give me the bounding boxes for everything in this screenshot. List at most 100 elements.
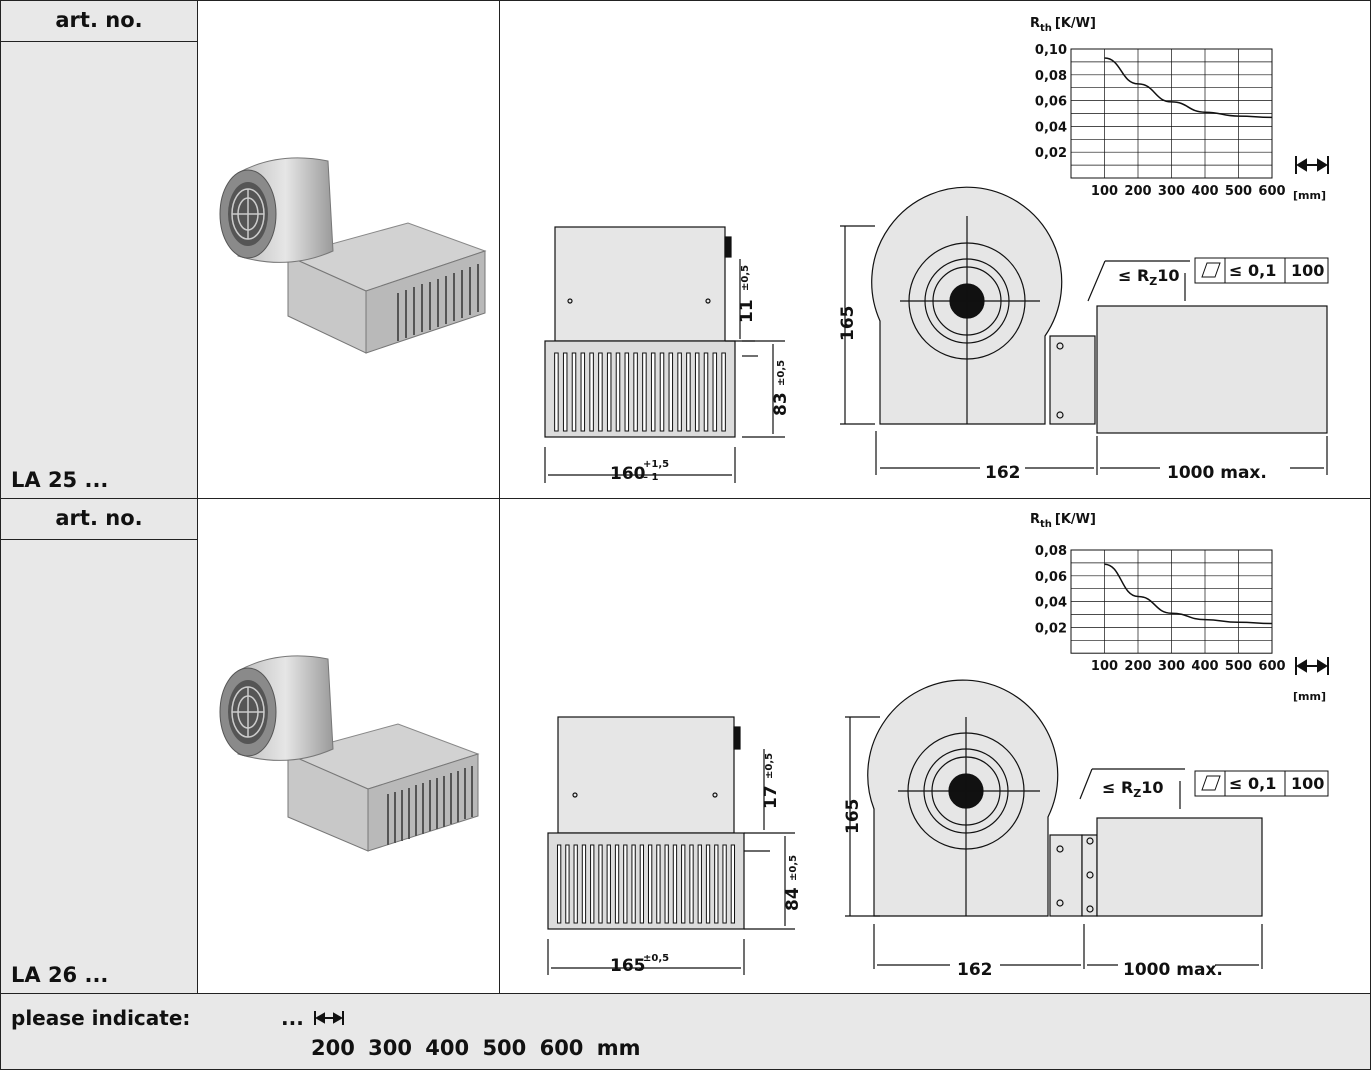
order-footer: please indicate: ... 200 300 400 500 600… bbox=[1, 994, 1370, 1069]
please-indicate-label: please indicate: bbox=[11, 1006, 191, 1030]
chart-ylabel: Rth[K/W] bbox=[1030, 512, 1096, 530]
chart-x-tick-label: 200 bbox=[1124, 659, 1151, 674]
side-view bbox=[840, 186, 1328, 475]
flatness-frame bbox=[1194, 257, 1329, 284]
product-photo-cell bbox=[198, 1, 500, 498]
flatness-tol: ≤ 0,1 bbox=[1229, 774, 1276, 793]
chart-y-ticks: 0,100,080,060,040,02 bbox=[1035, 43, 1067, 161]
heatsink-fin bbox=[656, 844, 661, 924]
dim-gap: 17 bbox=[761, 785, 781, 809]
chart-x-unit: [mm] bbox=[1293, 189, 1326, 202]
dim-width-tol-top: +1,5 bbox=[643, 459, 669, 470]
heatsink-fin bbox=[721, 352, 726, 432]
dim-height-tol: ±0,5 bbox=[776, 360, 787, 386]
chart-x-ticks: 100 200 300 400 500 600 bbox=[1091, 184, 1286, 199]
heatsink-fin bbox=[647, 844, 653, 924]
heatsink-fin bbox=[712, 352, 718, 432]
heatsink-fin bbox=[573, 844, 578, 924]
heatsink-fin bbox=[714, 844, 719, 924]
chart-x-tick-label: 500 bbox=[1225, 184, 1252, 199]
side-view bbox=[845, 679, 1263, 969]
heatsink-fin bbox=[694, 352, 700, 432]
footer-ellipsis: ... bbox=[281, 1006, 304, 1030]
heatsink-fin bbox=[606, 844, 611, 924]
heatsink-fin bbox=[633, 352, 638, 432]
chart-x-unit: [mm] bbox=[1293, 690, 1326, 703]
chart-x-tick-label: 600 bbox=[1258, 659, 1285, 674]
heatsink-fin bbox=[650, 352, 656, 432]
heatsink-fin bbox=[590, 844, 595, 924]
dim-length: 1000 max. bbox=[1167, 463, 1267, 483]
dim-gap: 11 bbox=[737, 299, 757, 323]
heatsink-fin bbox=[598, 844, 603, 924]
length-arrows-icon bbox=[1295, 156, 1329, 174]
product-row-la26: art. no. LA 26 ... bbox=[1, 499, 1370, 994]
chart-y-tick-label: 0,06 bbox=[1035, 95, 1067, 110]
heatsink-fin bbox=[659, 352, 665, 432]
chart-y-tick-label: 0,02 bbox=[1035, 621, 1067, 636]
flatness-icon bbox=[1201, 262, 1221, 278]
chart-x-tick-label: 600 bbox=[1258, 184, 1285, 199]
heatsink-fin bbox=[556, 844, 562, 924]
dim-length: 1000 max. bbox=[1123, 960, 1223, 980]
chart-ylabel: Rth[K/W] bbox=[1030, 16, 1096, 34]
article-column: art. no. LA 26 ... bbox=[1, 499, 198, 993]
chart-y-tick-label: 0,08 bbox=[1035, 544, 1067, 559]
article-code: LA 26 ... bbox=[11, 963, 109, 987]
heatsink-fin bbox=[705, 844, 711, 924]
dim-width: 165 bbox=[610, 956, 646, 976]
chart-y-ticks: 0,080,060,040,02 bbox=[1035, 544, 1067, 636]
length-arrows-icon bbox=[314, 1011, 344, 1025]
heatsink-fin bbox=[642, 352, 647, 432]
dim-side-depth: 162 bbox=[985, 463, 1021, 483]
thermal-resistance-chart: Rth[K/W] 0,100,080,060,040,02 100 200 300 4… bbox=[1030, 16, 1329, 202]
heatsink-fin bbox=[681, 844, 686, 924]
front-view bbox=[544, 226, 785, 483]
heatsink-fin bbox=[668, 352, 674, 432]
chart-grid bbox=[1070, 549, 1273, 654]
chart-x-tick-label: 100 bbox=[1091, 184, 1118, 199]
heatsink-fin bbox=[672, 844, 678, 924]
dim-side-height: 165 bbox=[843, 799, 863, 835]
dim-side-height: 165 bbox=[838, 306, 858, 342]
fan-heatsink-photo bbox=[219, 157, 487, 354]
chart-x-tick-label: 300 bbox=[1158, 184, 1185, 199]
article-code: LA 25 ... bbox=[11, 468, 109, 492]
dim-height: 84 bbox=[783, 887, 803, 911]
heatsink-fin bbox=[606, 352, 612, 432]
flatness-frame bbox=[1194, 770, 1329, 797]
product-photo-cell bbox=[198, 499, 500, 993]
fan-heatsink-photo bbox=[219, 655, 480, 852]
dim-width: 160 bbox=[610, 464, 646, 484]
heatsink-fin bbox=[664, 844, 669, 924]
chart-x-tick-label: 500 bbox=[1225, 659, 1252, 674]
roughness-spec: ≤ RZ10 bbox=[1118, 266, 1180, 288]
chart-x-tick-label: 400 bbox=[1191, 184, 1218, 199]
heatsink-fin bbox=[631, 844, 636, 924]
chart-x-tick-label: 200 bbox=[1124, 184, 1151, 199]
article-column: art. no. LA 25 ... bbox=[1, 1, 198, 498]
flatness-length: 100 bbox=[1291, 774, 1324, 793]
dim-width-tol-bottom: – 1 bbox=[643, 472, 658, 483]
flatness-icon bbox=[1201, 775, 1221, 791]
flatness-length: 100 bbox=[1291, 261, 1324, 280]
product-row-la25: art. no. LA 25 ... bbox=[1, 1, 1370, 499]
chart-grid bbox=[1070, 48, 1273, 179]
chart-y-tick-label: 0,06 bbox=[1035, 570, 1067, 585]
dim-gap-tol: ±0,5 bbox=[740, 265, 751, 291]
technical-drawing-la25: Rth[K/W] 0,100,080,060,040,02 100 200 300 4… bbox=[544, 16, 1329, 484]
heatsink-fin bbox=[686, 352, 691, 432]
heatsink-fin bbox=[562, 352, 568, 432]
front-view bbox=[547, 716, 795, 975]
heatsink-fin bbox=[677, 352, 682, 432]
length-arrows-icon bbox=[1295, 657, 1329, 675]
chart-series-line bbox=[1104, 563, 1273, 625]
chart-series-line bbox=[1104, 57, 1273, 119]
dim-height-tol: ±0,5 bbox=[788, 855, 799, 881]
